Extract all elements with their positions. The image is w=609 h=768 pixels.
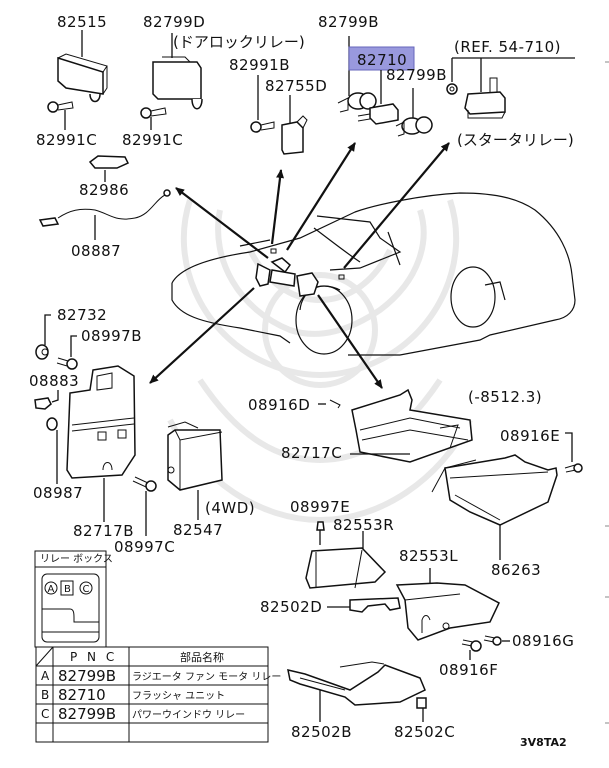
relay-slot-c: C	[83, 584, 90, 595]
harness-08887[interactable]	[38, 189, 171, 240]
bolt-82991C-right[interactable]	[140, 107, 167, 130]
label-4wd: (4WD)	[205, 499, 255, 517]
label-08987: 08987	[33, 484, 83, 502]
relay-82799B-top[interactable]	[337, 36, 377, 113]
row-key: A	[41, 669, 50, 683]
label-82502C: 82502C	[394, 723, 455, 741]
label-82755D: 82755D	[265, 77, 327, 95]
bolt-82991C-left[interactable]	[47, 101, 74, 130]
label-08997E: 08997E	[290, 498, 350, 516]
label-08916G: 08916G	[512, 632, 574, 650]
controller-82547[interactable]	[167, 421, 223, 520]
label-82799D: 82799D	[143, 13, 205, 31]
pnc-table: P N C 部品名称 A 82799B ラジエータ ファン モータ リレー B …	[35, 646, 281, 743]
bolt-08997B[interactable]	[56, 335, 78, 370]
cover-82553L[interactable]	[395, 568, 500, 641]
row-key: C	[41, 707, 49, 721]
diagram-code: 3V8TA2	[520, 736, 567, 749]
margin-ticks	[605, 61, 609, 724]
cover-82553R[interactable]	[305, 531, 387, 589]
relay-box-title: リレー ボックス	[40, 553, 113, 565]
label-08916E: 08916E	[500, 427, 560, 445]
vehicle-outline	[171, 192, 576, 356]
label-82710: 82710	[357, 51, 407, 69]
table-header-pnc: P N C	[70, 650, 117, 664]
row-name: ラジエータ ファン モータ リレー	[132, 671, 281, 683]
label-starter-relay: (スタータリレー)	[457, 131, 574, 149]
relay-slot-b: B	[64, 584, 71, 595]
part-82515[interactable]	[57, 30, 108, 103]
flasher-unit-82710[interactable]	[348, 46, 415, 125]
label-82553R: 82553R	[333, 516, 394, 534]
part-82799D[interactable]	[152, 33, 203, 110]
label-82515: 82515	[57, 13, 107, 31]
label-08997C: 08997C	[114, 538, 175, 556]
row-pnc: 82710	[58, 686, 106, 704]
label-ref-54-710: (REF. 54-710)	[454, 38, 561, 56]
label-door-lock-relay: (ドアロックリレー)	[173, 33, 305, 51]
row-pnc: 82799B	[58, 705, 116, 723]
label-08916F: 08916F	[439, 661, 498, 679]
label-08887: 08887	[71, 242, 121, 260]
label-82991B: 82991B	[229, 56, 290, 74]
tray-86263[interactable]	[431, 454, 558, 560]
row-name: パワーウインドウ リレー	[132, 709, 245, 721]
part-82755D[interactable]	[281, 95, 308, 155]
label-82502D: 82502D	[260, 598, 322, 616]
bolt-08997C[interactable]	[132, 476, 157, 536]
label-82547: 82547	[173, 521, 223, 539]
bolt-82991B[interactable]	[250, 75, 275, 133]
clip-08883[interactable]	[34, 390, 59, 410]
bracket-82717C[interactable]	[318, 388, 473, 463]
screw-08916E[interactable]	[564, 432, 583, 473]
label-82732: 82732	[57, 306, 107, 324]
table-row: A 82799B ラジエータ ファン モータ リレー	[41, 667, 281, 685]
label-82799B-mid: 82799B	[386, 66, 447, 84]
label-08916D: 08916D	[248, 396, 310, 414]
table-row: C 82799B パワーウインドウ リレー	[41, 705, 245, 723]
label-82799B-top: 82799B	[318, 13, 379, 31]
callout-arrows	[149, 142, 450, 389]
label-82717C: 82717C	[281, 444, 342, 462]
bracket-82502D[interactable]	[327, 597, 401, 613]
label-82986: 82986	[79, 181, 129, 199]
label-82991C-right: 82991C	[122, 131, 183, 149]
relay-82799B-mid[interactable]	[395, 88, 433, 137]
bracket-82502B-82502C[interactable]	[287, 661, 427, 722]
row-name: フラッシャ ユニット	[132, 690, 225, 702]
label-82553L: 82553L	[399, 547, 458, 565]
label-82717B: 82717B	[73, 522, 134, 540]
grommet-82732[interactable]	[35, 314, 51, 360]
screws-08916F-08916G[interactable]	[461, 635, 510, 660]
label-86263: 86263	[491, 561, 541, 579]
label-date-note: (-8512.3)	[468, 388, 542, 406]
nut-08987[interactable]	[46, 417, 58, 484]
connector-82986[interactable]	[88, 155, 130, 182]
bolt-08997E[interactable]	[316, 521, 325, 545]
bracket-82717B[interactable]	[66, 365, 136, 522]
row-key: B	[41, 688, 49, 702]
label-82502B: 82502B	[291, 723, 352, 741]
table-header-name: 部品名称	[180, 650, 224, 664]
label-82991C-left: 82991C	[36, 131, 97, 149]
row-pnc: 82799B	[58, 667, 116, 685]
relay-slot-a: A	[48, 584, 55, 595]
label-08997B: 08997B	[81, 327, 142, 345]
table-row: B 82710 フラッシャ ユニット	[41, 686, 225, 704]
label-08883: 08883	[29, 372, 79, 390]
starter-relay-ref[interactable]	[446, 57, 575, 119]
relay-box-inset: リレー ボックス A B C	[34, 550, 113, 648]
